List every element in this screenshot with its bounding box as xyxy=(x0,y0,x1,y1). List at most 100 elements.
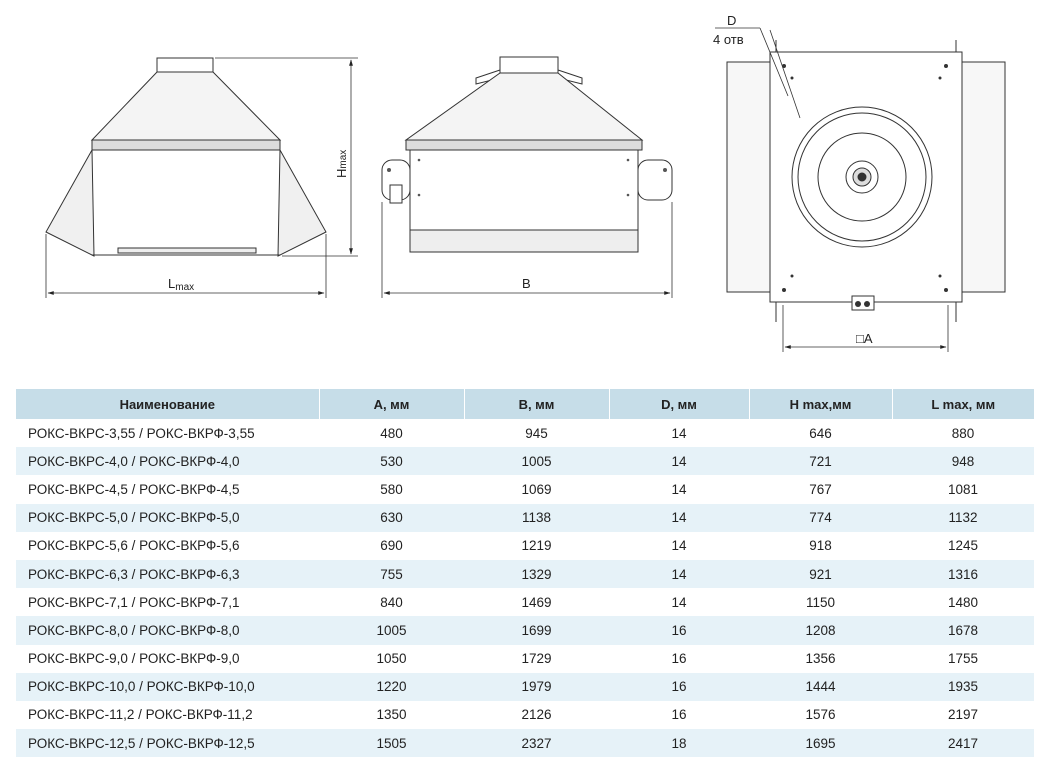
cell-l-max: 880 xyxy=(951,425,975,441)
cell-name: РОКС-ВКРС-4,0 / РОКС-ВКРФ-4,0 xyxy=(16,447,319,476)
cell-name: РОКС-ВКРС-10,0 / РОКС-ВКРФ-10,0 xyxy=(16,672,319,701)
cell-h-max: 721 xyxy=(749,447,892,476)
cell-name: РОКС-ВКРС-9,0 / РОКС-ВКРФ-9,0 xyxy=(28,651,240,667)
header-name: Наименование xyxy=(16,389,320,419)
top-view-drawing xyxy=(726,40,1006,322)
cell-d: 14 xyxy=(609,503,749,532)
cell-a: 1005 xyxy=(319,616,464,645)
cell-d: 16 xyxy=(671,651,687,667)
cell-l-max: 1935 xyxy=(892,672,1034,701)
cell-l-max: 1755 xyxy=(947,651,979,667)
cell-name: РОКС-ВКРС-12,5 / РОКС-ВКРФ-12,5 xyxy=(16,729,319,758)
cell-l-max: 1081 xyxy=(947,481,979,497)
cell-d: 18 xyxy=(609,729,749,758)
side-view-drawing xyxy=(381,56,673,253)
table-row: РОКС-ВКРС-9,0 / РОКС-ВКРФ-9,0 1050 1729 16 1… xyxy=(16,645,1034,673)
holes-label: 4 отв xyxy=(713,32,744,47)
cell-l-max: 1480 xyxy=(947,594,979,610)
cell-name: РОКС-ВКРС-8,0 / РОКС-ВКРФ-8,0 xyxy=(16,616,319,645)
cell-name: РОКС-ВКРС-5,0 / РОКС-ВКРФ-5,0 xyxy=(16,503,319,532)
cell-a: 1505 xyxy=(319,729,464,758)
cell-d: 14 xyxy=(671,594,687,610)
table-row: РОКС-ВКРС-11,2 / РОКС-ВКРФ-11,2 1350 2126 1… xyxy=(16,701,1034,729)
l-max-label: Lmax xyxy=(168,276,194,293)
b-label: B xyxy=(522,276,531,291)
cell-l-max: 1132 xyxy=(892,503,1034,532)
cell-a: 580 xyxy=(380,481,403,497)
cell-b: 1005 xyxy=(464,447,609,476)
cell-h-max: 1576 xyxy=(805,707,836,723)
cell-d: 16 xyxy=(609,616,749,645)
cell-l-max: 2417 xyxy=(892,729,1034,758)
cell-a: 530 xyxy=(319,447,464,476)
cell-h-max: 1208 xyxy=(749,616,892,645)
a-label: □A xyxy=(856,331,873,346)
cell-h-max: 1695 xyxy=(749,729,892,758)
cell-b: 1329 xyxy=(464,559,609,589)
front-view-drawing xyxy=(45,57,327,257)
cell-l-max: 1245 xyxy=(947,538,979,554)
cell-b: 1219 xyxy=(521,538,552,554)
cell-b: 1138 xyxy=(464,503,609,532)
cell-l-max: 1316 xyxy=(892,559,1034,589)
cell-a: 1220 xyxy=(319,672,464,701)
cell-b: 1699 xyxy=(464,616,609,645)
cell-d: 16 xyxy=(671,707,687,723)
cell-d: 14 xyxy=(671,481,687,497)
cell-d: 14 xyxy=(609,447,749,476)
side-view-dimensions xyxy=(381,202,673,298)
cell-b: 1469 xyxy=(521,594,552,610)
spec-table: Наименование A, мм B, мм D, мм H max,мм … xyxy=(16,389,1034,758)
cell-d: 14 xyxy=(609,559,749,589)
cell-h-max: 1356 xyxy=(805,651,836,667)
cell-b: 945 xyxy=(525,425,548,441)
cell-name: РОКС-ВКРС-7,1 / РОКС-ВКРФ-7,1 xyxy=(28,594,240,610)
cell-b: 1069 xyxy=(521,481,552,497)
cell-a: 1350 xyxy=(376,707,407,723)
header-a: A, мм xyxy=(319,389,465,419)
cell-name: РОКС-ВКРС-4,5 / РОКС-ВКРФ-4,5 xyxy=(28,481,240,497)
h-max-label: Hmax xyxy=(334,150,349,178)
cell-b: 1729 xyxy=(521,651,552,667)
cell-a: 480 xyxy=(380,425,403,441)
table-row: РОКС-ВКРС-4,5 / РОКС-ВКРФ-4,5 580 1069 14 76… xyxy=(16,475,1034,503)
cell-l-max: 2197 xyxy=(947,707,979,723)
d-label: D xyxy=(727,13,736,28)
cell-h-max: 918 xyxy=(809,538,832,554)
cell-h-max: 1150 xyxy=(805,594,836,610)
header-d: D, мм xyxy=(609,389,750,419)
technical-drawings: Lmax Hmax B xyxy=(45,13,1006,352)
cell-b: 2327 xyxy=(464,729,609,758)
cell-a: 755 xyxy=(319,559,464,589)
cell-d: 14 xyxy=(671,538,687,554)
cell-h-max: 1444 xyxy=(749,672,892,701)
cell-name: РОКС-ВКРС-11,2 / РОКС-ВКРФ-11,2 xyxy=(28,707,253,723)
cell-d: 16 xyxy=(609,672,749,701)
cell-h-max: 767 xyxy=(809,481,832,497)
header-l-max: L max, мм xyxy=(892,389,1034,419)
cell-h-max: 646 xyxy=(809,425,832,441)
cell-a: 690 xyxy=(380,538,403,554)
cell-l-max: 1678 xyxy=(892,616,1034,645)
table-header-row: Наименование A, мм B, мм D, мм H max,мм … xyxy=(16,389,1034,419)
top-view-dimensions xyxy=(715,27,949,352)
cell-a: 630 xyxy=(319,503,464,532)
cell-b: 2126 xyxy=(521,707,552,723)
cell-a: 1050 xyxy=(376,651,407,667)
cell-h-max: 921 xyxy=(749,559,892,589)
cell-name: РОКС-ВКРС-6,3 / РОКС-ВКРФ-6,3 xyxy=(16,559,319,589)
cell-l-max: 948 xyxy=(892,447,1034,476)
front-view-dimensions xyxy=(45,57,358,298)
cell-d: 14 xyxy=(671,425,687,441)
cell-h-max: 774 xyxy=(749,503,892,532)
cell-b: 1979 xyxy=(464,672,609,701)
header-h-max: H max,мм xyxy=(749,389,893,419)
